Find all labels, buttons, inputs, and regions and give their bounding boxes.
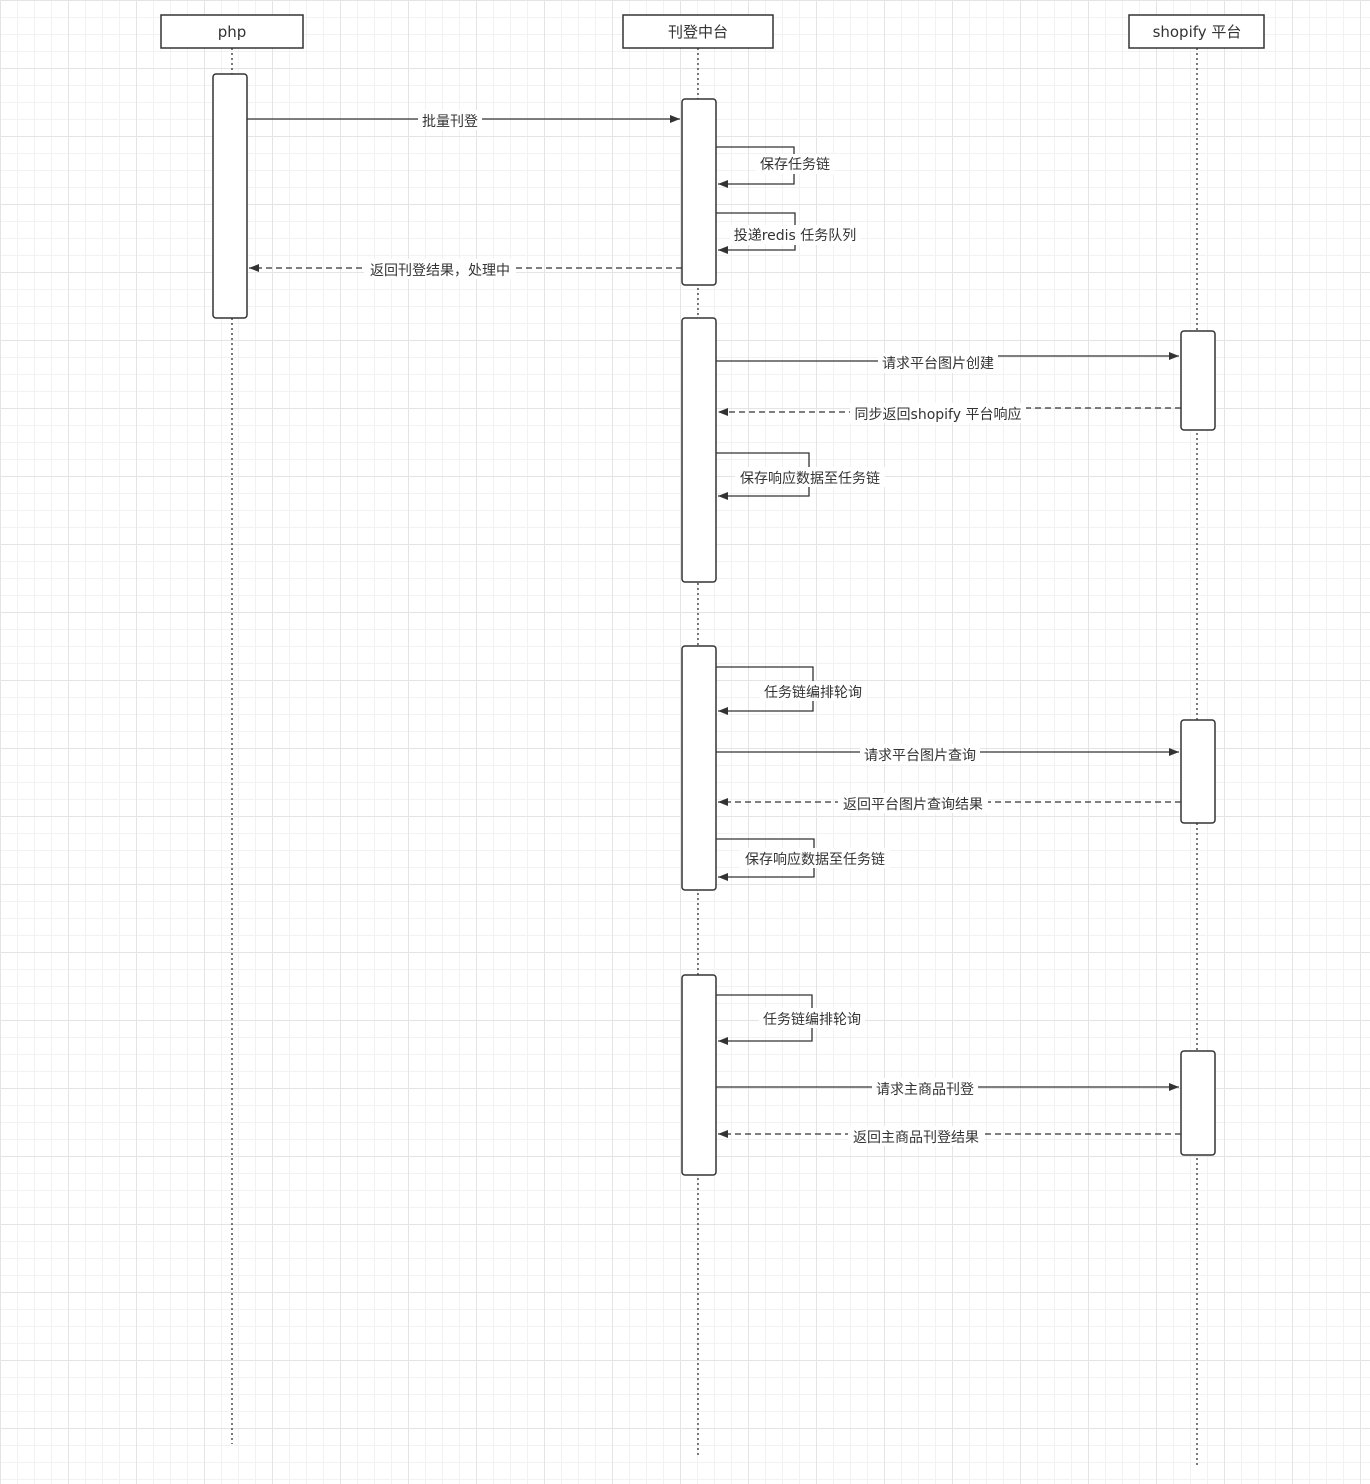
message-request-main-product-listing[interactable]: 请求主商品刊登: [716, 1078, 1179, 1098]
participant-php-label: php: [218, 23, 247, 41]
message-save-response-2[interactable]: 保存响应数据至任务链: [716, 838, 890, 881]
message-label: 保存响应数据至任务链: [745, 851, 885, 868]
message-batch-listing[interactable]: 批量刊登: [247, 110, 680, 130]
message-label: 请求平台图片查询: [864, 748, 976, 764]
participant-php[interactable]: php: [160, 14, 304, 49]
participant-shopify[interactable]: shopify 平台: [1128, 14, 1265, 49]
participant-shopify-label: shopify 平台: [1153, 23, 1242, 41]
activation-center-1[interactable]: [681, 98, 717, 286]
message-save-response-1[interactable]: 保存响应数据至任务链: [716, 452, 885, 500]
message-label: 请求主商品刊登: [876, 1082, 974, 1098]
activation-php-1[interactable]: [212, 73, 248, 319]
message-push-redis-queue[interactable]: 投递redis 任务队列: [716, 212, 860, 254]
activation-shopify-2[interactable]: [1180, 719, 1216, 824]
message-label: 批量刊登: [422, 114, 478, 130]
message-task-orchestration-poll-2[interactable]: 任务链编排轮询: [716, 994, 865, 1045]
activation-shopify-1[interactable]: [1180, 330, 1216, 431]
activation-shopify-3[interactable]: [1180, 1050, 1216, 1156]
participant-center-label: 刊登中台: [668, 23, 728, 41]
message-label: 保存任务链: [760, 157, 830, 173]
message-return-shopify-response[interactable]: 同步返回shopify 平台响应: [718, 403, 1181, 423]
message-label: 任务链编排轮询: [763, 1012, 861, 1028]
message-label: 返回刊登结果，处理中: [370, 263, 510, 279]
activation-center-3[interactable]: [681, 645, 717, 891]
message-label: 投递redis 任务队列: [734, 228, 857, 244]
activation-center-2[interactable]: [681, 317, 717, 583]
message-task-orchestration-poll-1[interactable]: 任务链编排轮询: [716, 666, 866, 715]
message-save-task-chain[interactable]: 保存任务链: [716, 146, 834, 188]
message-request-image-query[interactable]: 请求平台图片查询: [716, 744, 1179, 764]
message-label: 请求平台图片创建: [882, 356, 994, 372]
message-label: 返回平台图片查询结果: [843, 797, 983, 813]
activation-center-4[interactable]: [681, 974, 717, 1176]
participant-center[interactable]: 刊登中台: [622, 14, 774, 49]
message-label: 返回主商品刊登结果: [853, 1130, 979, 1146]
message-return-image-query-result[interactable]: 返回平台图片查询结果: [718, 793, 1181, 813]
message-label: 保存响应数据至任务链: [740, 470, 880, 487]
message-label: 同步返回shopify 平台响应: [855, 406, 1022, 423]
message-return-main-product-result[interactable]: 返回主商品刊登结果: [718, 1126, 1181, 1146]
message-request-image-create[interactable]: 请求平台图片创建: [716, 352, 1179, 373]
message-return-listing-result[interactable]: 返回刊登结果，处理中: [249, 259, 682, 279]
message-label: 任务链编排轮询: [764, 685, 862, 701]
